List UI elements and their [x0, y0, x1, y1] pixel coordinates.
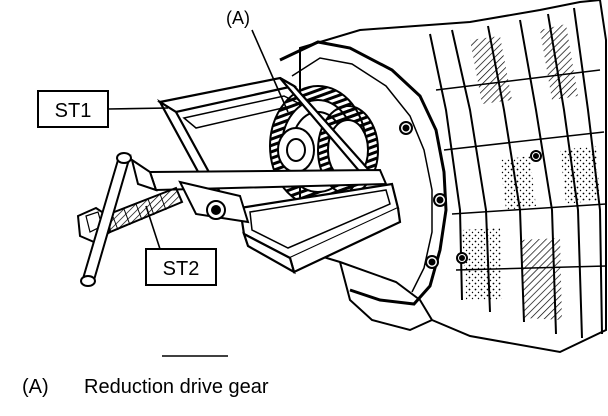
caption-text: Reduction drive gear: [84, 376, 269, 398]
callout-a-text: (A): [226, 8, 250, 28]
callout-a: (A): [226, 8, 289, 113]
st1-label-text: ST1: [55, 100, 92, 122]
transmission-housing: [279, 0, 607, 354]
st2-screw-tool: [76, 152, 388, 287]
st2-label-text: ST2: [163, 258, 200, 280]
figure-caption: (A) Reduction drive gear: [22, 376, 269, 399]
st2-label: ST2: [145, 205, 217, 286]
caption-tag: (A): [22, 376, 49, 398]
st1-label: ST1: [37, 90, 169, 128]
